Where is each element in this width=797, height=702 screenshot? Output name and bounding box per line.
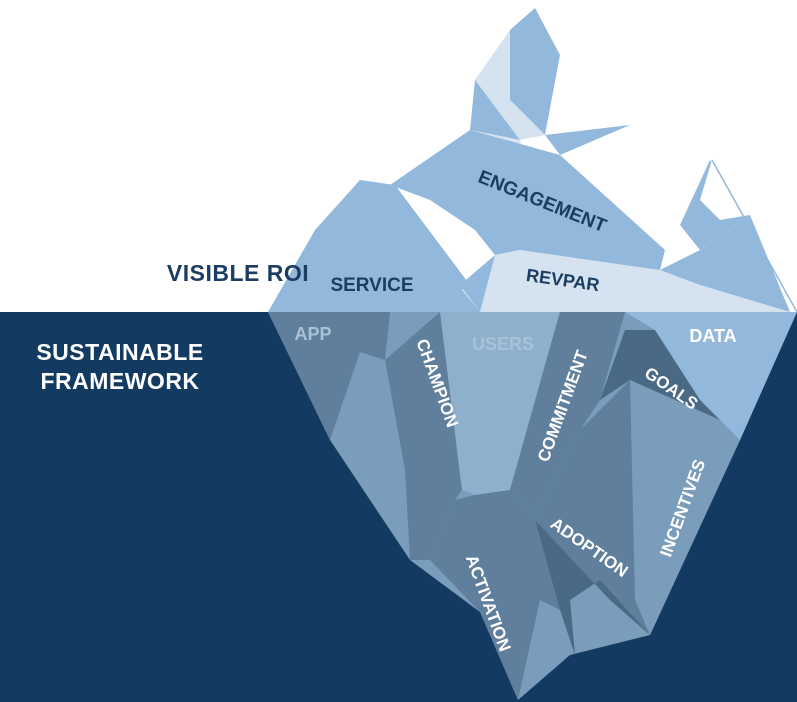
- joint-shard: [460, 255, 495, 312]
- right-peak-outline: [711, 159, 797, 313]
- engagement-slab: [390, 130, 665, 270]
- sustainable-framework-label: SUSTAINABLE FRAMEWORK: [36, 338, 203, 396]
- above-water-iceberg: [268, 8, 797, 313]
- sustainable-line: SUSTAINABLE: [36, 339, 204, 365]
- framework-line: FRAMEWORK: [40, 367, 200, 394]
- right-peak-front: [660, 215, 790, 312]
- revpar-slab: [462, 250, 790, 312]
- champion-shard: [385, 312, 462, 560]
- adoption-shard: [535, 380, 650, 635]
- tower-top: [510, 8, 560, 135]
- underwater-iceberg: [268, 312, 797, 700]
- tower-mid: [475, 30, 545, 140]
- service-peak: [268, 180, 480, 312]
- commitment-shard: [510, 312, 625, 520]
- incentives-panel: [630, 380, 740, 635]
- visible-roi-label: VISIBLE ROI: [166, 260, 310, 286]
- goals-shard: [600, 330, 740, 440]
- deep-shard: [535, 520, 650, 655]
- activation-shard: [430, 490, 560, 700]
- tower-left: [470, 80, 520, 140]
- app-label: APP: [294, 324, 331, 344]
- users-label: USERS: [472, 334, 534, 354]
- data-panel: [625, 312, 797, 440]
- users-panel: [440, 312, 560, 495]
- service-label: SERVICE: [330, 275, 413, 296]
- data-label: DATA: [689, 326, 736, 346]
- tower-wing: [545, 125, 630, 155]
- app-shard: [268, 312, 390, 440]
